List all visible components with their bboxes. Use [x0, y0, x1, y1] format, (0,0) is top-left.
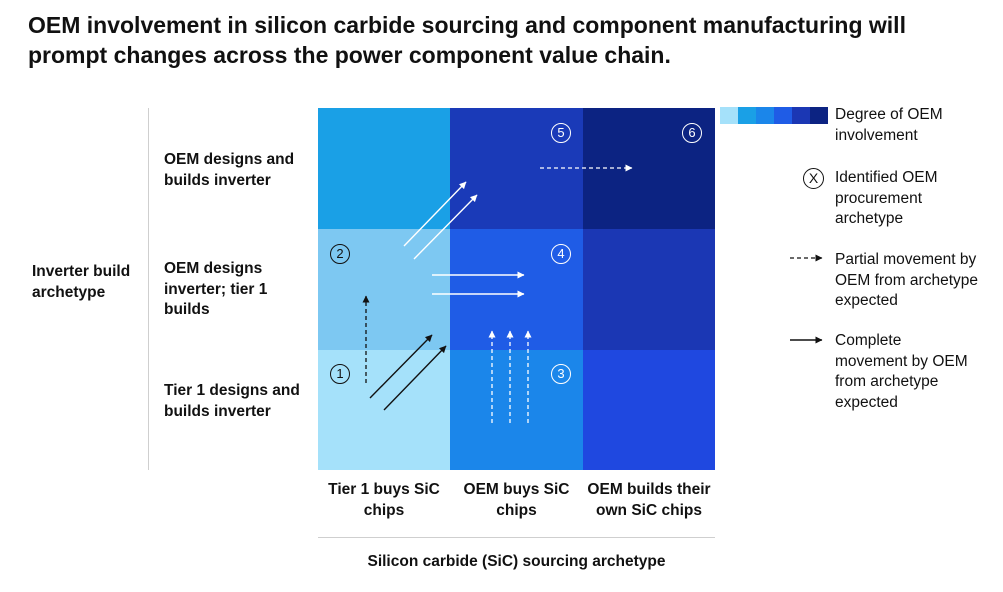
legend-line: expected [835, 292, 898, 309]
complete-arrow-1-to-4 [369, 334, 433, 399]
legend-swatch [756, 107, 774, 124]
legend-line: involvement [835, 126, 918, 144]
legend-line: movement by OEM [835, 352, 968, 370]
legend-swatch [720, 107, 738, 124]
archetype-number-6: 6 [682, 123, 702, 143]
column-label-oem-builds: OEM builds their own SiC chips [583, 480, 715, 521]
legend-arrow-samples [790, 254, 823, 344]
legend-archetype-symbol: X [803, 168, 824, 189]
legend-archetype-label: Identified OEM procurement archetype [835, 168, 995, 230]
row-label-oem-designs-builds: OEM designs and builds inverter [164, 150, 314, 191]
legend-line: OEM from archetype [835, 271, 978, 289]
legend-complete-label: Complete movement by OEM from archetype … [835, 331, 1000, 413]
archetype-number-4: 4 [551, 244, 571, 264]
row-label-line: builds inverter [164, 402, 271, 420]
x-axis-label: Silicon carbide (SiC) sourcing archetype [367, 553, 666, 570]
column-label-line: own SiC chips [596, 501, 702, 519]
archetype-number-3: 3 [551, 364, 571, 384]
column-label-line: Tier 1 buys SiC [328, 481, 440, 498]
legend-degree-label: Degree of OEM involvement [835, 105, 995, 146]
legend-partial-label: Partial movement by OEM from archetype e… [835, 250, 1000, 312]
archetype-number-1: 1 [330, 364, 350, 384]
column-label-tier1-buys: Tier 1 buys SiC chips [318, 480, 450, 521]
row-label-line: builds inverter [164, 171, 271, 189]
legend-line: procurement [835, 189, 923, 207]
legend-line: Identified OEM [835, 169, 938, 186]
row-label-line: OEM designs [164, 260, 263, 277]
legend-line: expected [835, 393, 898, 411]
legend-line: Complete [835, 332, 902, 349]
complete-arrow-2-to-5 [403, 181, 467, 247]
row-label-oem-designs-tier1-builds: OEM designs inverter; tier 1 builds [164, 259, 314, 321]
legend-line: Partial movement by [835, 251, 977, 268]
grid-cell-r2-c3 [583, 229, 715, 350]
grid-cell-r3-c3 [583, 350, 715, 470]
legend-swatch [810, 107, 828, 124]
y-axis-label-line: Inverter build [32, 263, 131, 280]
legend-swatch [738, 107, 756, 124]
archetype-number-5: 5 [551, 123, 571, 143]
column-label-line: OEM builds their [587, 481, 711, 498]
row-label-line: OEM designs and [164, 151, 295, 168]
complete-arrow-1-to-4 [383, 345, 447, 411]
legend-line: Degree of OEM [835, 106, 943, 123]
y-axis-divider [148, 108, 149, 470]
y-axis-label: Inverter build archetype [32, 262, 147, 303]
column-label-line: chips [496, 501, 537, 519]
archetype-number-2: 2 [330, 244, 350, 264]
row-label-line: Tier 1 designs and [164, 382, 300, 399]
legend-swatch [774, 107, 792, 124]
x-axis-divider [318, 537, 715, 538]
legend-line: archetype [835, 210, 904, 227]
column-label-line: OEM buys SiC [463, 481, 570, 498]
page-title: OEM involvement in silicon carbide sourc… [28, 12, 906, 68]
legend-swatch [792, 107, 810, 124]
y-axis-label-line: archetype [32, 283, 106, 301]
column-label-oem-buys: OEM buys SiC chips [450, 480, 583, 521]
row-label-tier1-designs-builds: Tier 1 designs and builds inverter [164, 381, 314, 422]
column-label-line: chips [363, 501, 405, 519]
complete-arrow-2-to-5 [413, 194, 478, 260]
row-label-line: builds [164, 301, 210, 318]
grid-cell-r1-c1 [318, 108, 450, 229]
row-label-line: inverter; tier 1 [164, 280, 268, 298]
legend-line: from archetype [835, 373, 939, 390]
